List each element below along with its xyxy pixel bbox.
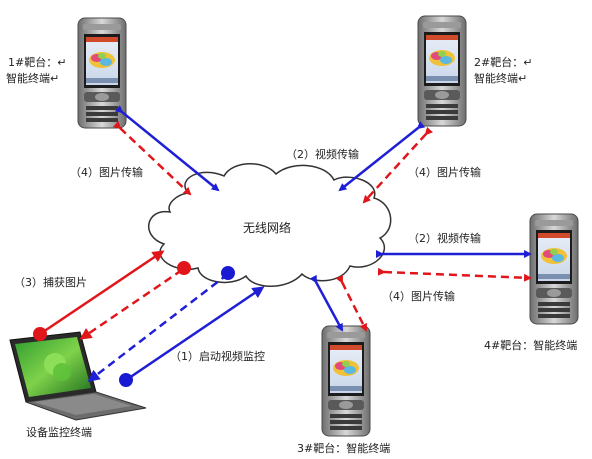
monitoring-laptop: 设备监控终端 [9,331,147,439]
start-monitor-label: （1）启动视频监控 [170,349,265,363]
picture-return-dot [177,261,191,275]
t4-picture-label: （4）图片传输 [382,289,455,303]
phone-icon [529,213,579,325]
t3-video-link [309,274,344,332]
t2-picture-link [362,126,433,204]
t4-picture-link [377,267,532,282]
start-monitor-link [125,286,265,382]
video-return-dot [221,266,235,280]
t2-video-label: （2）视频传输 [286,147,359,161]
terminal-4-label: 4#靶台：智能终端 [484,338,577,352]
terminal-1-phone: 1#靶台：↵ 智能终端↵ [6,17,127,129]
terminal-4-phone: 4#靶台：智能终端 [484,213,579,352]
terminal-3-phone: 3#靶台：智能终端 [297,325,390,455]
capture-start-dot [33,327,47,341]
t1-picture-link [112,120,192,196]
video-return-link [87,273,229,382]
terminal-1-label-line1: 1#靶台：↵ [8,55,66,69]
wireless-network-cloud: 无线网络 [147,163,392,287]
phone-icon [417,15,467,127]
phone-icon [77,17,127,129]
start-monitor-dot [119,373,133,387]
terminal-2-label-line2: 智能终端↵ [474,71,527,85]
t4-video-label: （2）视频传输 [408,231,481,245]
phone-icon [321,325,371,437]
terminal-2-phone: 2#靶台：↵ 智能终端↵ [417,15,532,127]
terminal-3-label: 3#靶台：智能终端 [297,441,390,455]
picture-return-link [79,268,183,340]
laptop-label: 设备监控终端 [26,425,92,439]
capture-label: （3）捕获图片 [14,275,87,289]
terminal-1-label-line2: 智能终端↵ [6,71,59,85]
t1-picture-label: （4）图片传输 [70,165,143,179]
capture-link [39,250,165,336]
t3-picture-link [335,274,368,332]
terminal-2-label-line1: 2#靶台：↵ [474,55,532,69]
t2-picture-label: （4）图片传输 [408,165,481,179]
network-label: 无线网络 [243,220,291,235]
